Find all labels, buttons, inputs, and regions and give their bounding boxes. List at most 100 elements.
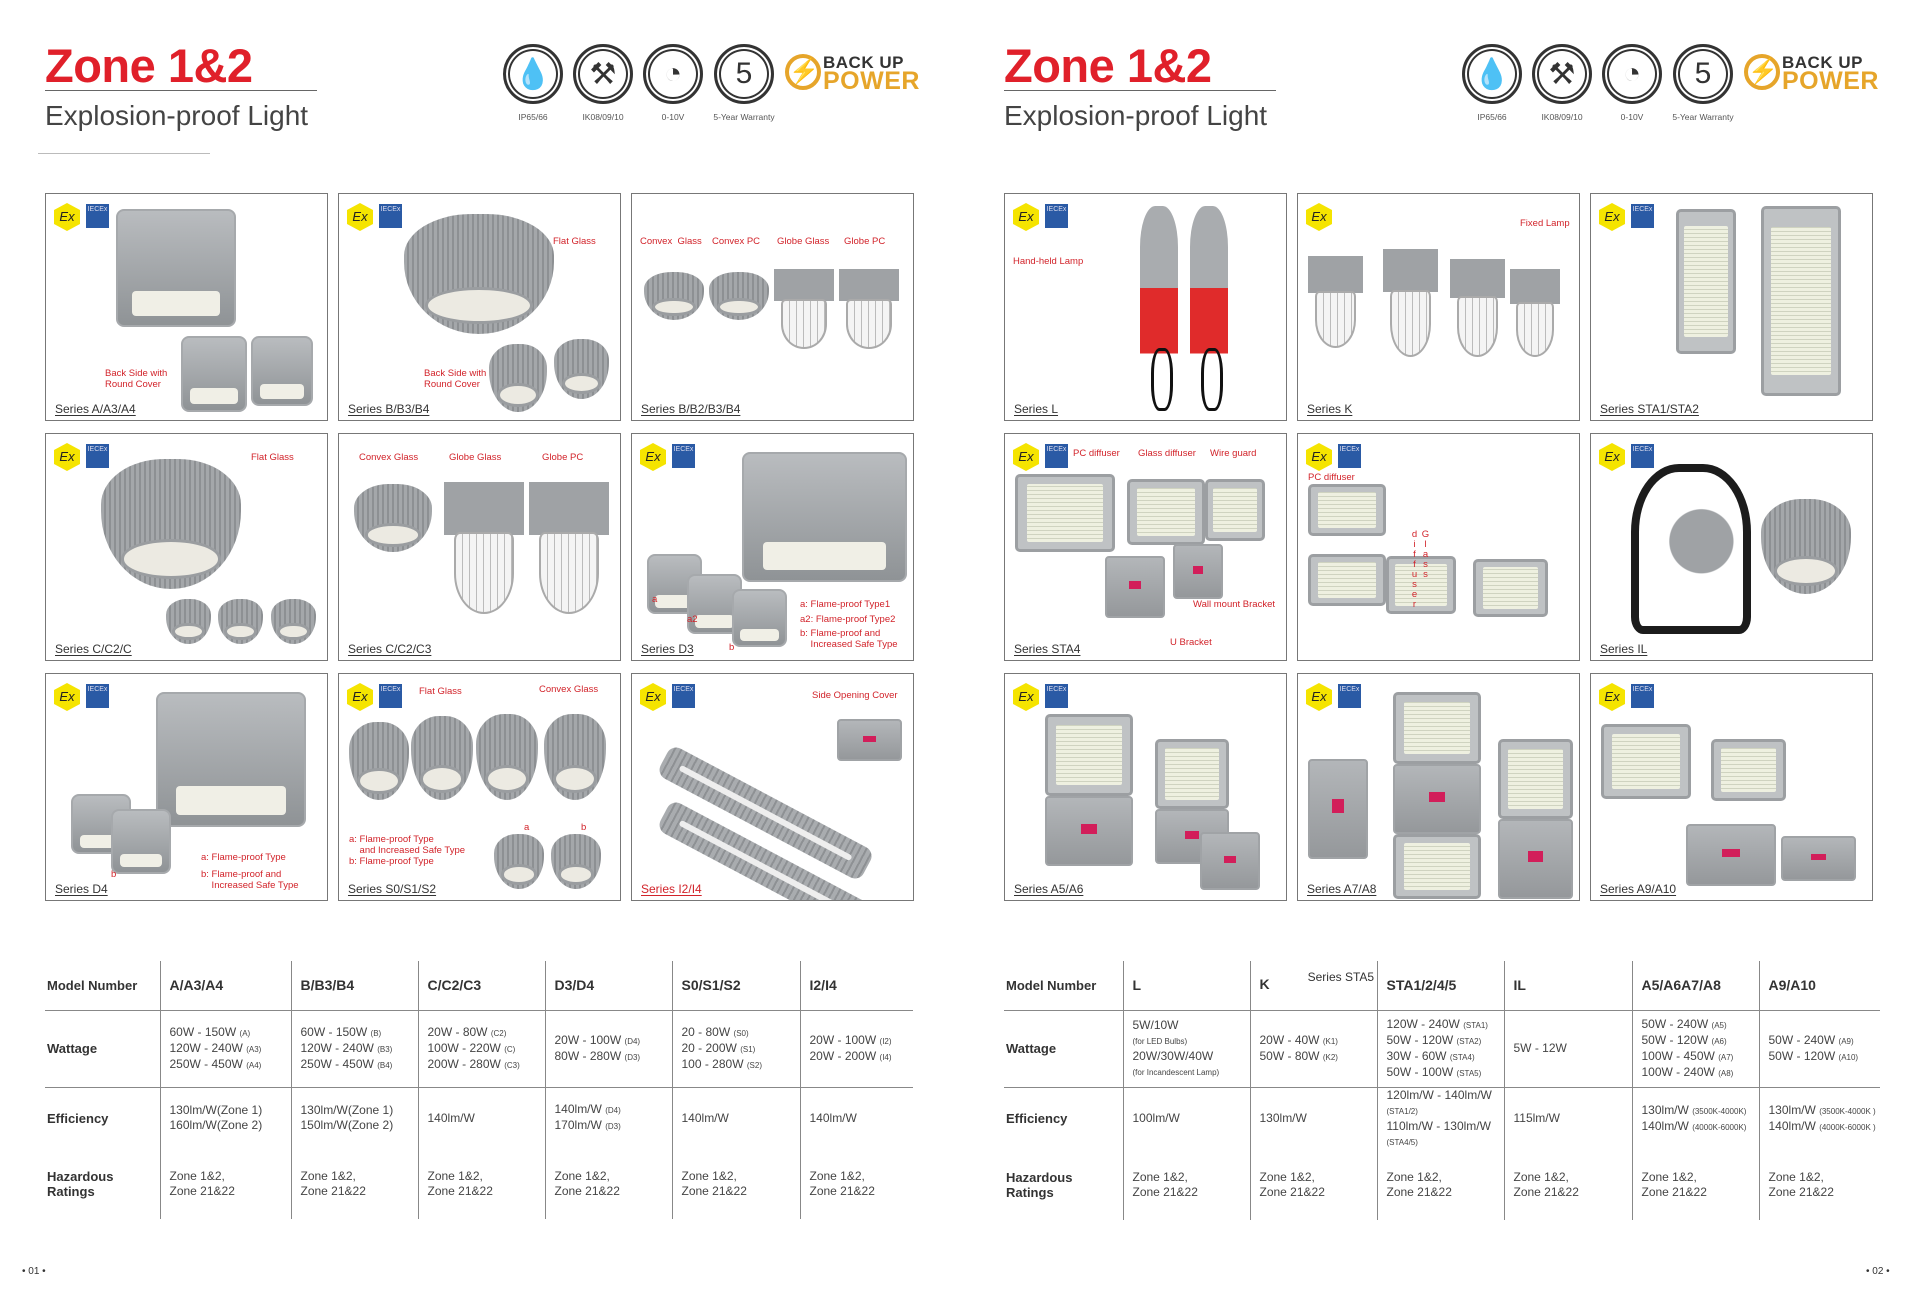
wattage-line: 100 - 280W (S2) — [682, 1057, 800, 1073]
table-cell: Zone 1&2,Zone 21&22 — [1503, 1149, 1632, 1220]
product-image — [1781, 836, 1856, 881]
efficiency-line: 130lm/W(Zone 1) — [301, 1103, 418, 1118]
table-cell: B/B3/B4 — [290, 961, 418, 1011]
model-number: S0/S1/S2 — [681, 976, 741, 993]
page-number: • 01 • — [22, 1266, 46, 1277]
table-cell: 140lm/W — [671, 1087, 800, 1149]
product-image — [494, 834, 544, 889]
title-divider — [45, 90, 317, 91]
row-header: Efficiency — [1006, 1111, 1068, 1126]
wattage-value: 80W - 280W — [554, 1048, 622, 1063]
efficiency-value: 140lm/W — [1768, 1118, 1816, 1133]
hazard-rating: Zone 21&22 — [300, 1184, 366, 1198]
efficiency-line: 150lm/W(Zone 2) — [301, 1118, 418, 1133]
product-image — [156, 692, 306, 827]
wattage-note: (A6) — [1711, 1036, 1727, 1046]
wattage-line: 60W - 150W (B) — [301, 1025, 418, 1041]
table-cell: Zone 1&2,Zone 21&22 — [799, 1149, 913, 1219]
wattage-value: 100W - 450W — [1641, 1048, 1715, 1063]
efficiency-value: 130lm/W — [1641, 1102, 1689, 1117]
row-header: Model Number — [1004, 961, 1123, 1011]
product-image — [554, 339, 609, 399]
series-label: Series STA1/STA2 — [1600, 402, 1699, 416]
efficiency-note: (D3) — [605, 1122, 621, 1132]
ex-badge-icon: Ex — [1013, 203, 1039, 231]
efficiency-value: 115lm/W — [1513, 1111, 1560, 1125]
table-cell: 60W - 150W (A)120W - 240W (A3)250W - 450… — [159, 1010, 291, 1088]
table-cell: I2/I4 — [799, 961, 913, 1011]
product-annotation: Hand-held Lamp — [1013, 256, 1084, 267]
iecex-badge-icon: IECEx — [1338, 684, 1361, 708]
wattage-line: 100W - 240W (A8) — [1642, 1065, 1759, 1081]
wattage-line: 20W - 200W (I4) — [810, 1049, 914, 1065]
row-header: Hazardous Ratings — [1006, 1169, 1073, 1200]
wattage-line: 120W - 240W (A3) — [170, 1041, 291, 1057]
efficiency-line: 140lm/W — [682, 1111, 800, 1126]
table-cell: 60W - 150W (B)120W - 240W (B3)250W - 450… — [290, 1010, 418, 1088]
product-annotation: Glass diffuser — [1138, 448, 1196, 459]
efficiency-note: (3500K-4000K) — [1692, 1106, 1747, 1116]
feature-hammer: ⚒IK08/09/10 — [572, 44, 634, 122]
product-annotation: a — [652, 594, 658, 605]
iecex-badge-icon: IECEx — [1631, 684, 1654, 708]
wattage-line: 50W - 80W (K2) — [1260, 1049, 1377, 1065]
series-label: Series K — [1307, 402, 1353, 416]
series-label: Series A/A3/A4 — [55, 402, 136, 416]
ex-badge-icon: Ex — [1599, 443, 1625, 471]
wattage-note: (for LED Bulbs) — [1132, 1036, 1188, 1046]
ex-badge-icon: Ex — [1599, 683, 1625, 711]
feature-label: IP65/66 — [1477, 112, 1507, 122]
title-divider — [1004, 90, 1276, 91]
logo-line1: BACK UP — [823, 53, 904, 72]
product-image — [476, 714, 538, 800]
wattage-line: 5W/10W — [1133, 1018, 1250, 1033]
wattage-note: (C) — [504, 1044, 516, 1054]
hazard-rating: Zone 21&22 — [1768, 1184, 1834, 1199]
wattage-value: 20W - 100W — [809, 1032, 877, 1047]
efficiency-line: 170lm/W (D3) — [555, 1118, 672, 1134]
logo-line2: POWER — [823, 67, 920, 95]
model-number: A5/A6A7/A8 — [1641, 976, 1721, 993]
hazard-rating: Zone 1&2, — [1259, 1169, 1315, 1184]
product-annotation: Globe PC — [542, 452, 584, 463]
efficiency-line: 130lm/W (3500K-4000K ) — [1769, 1103, 1881, 1119]
ex-badge-icon: Ex — [54, 443, 80, 471]
product-annotation: Side Opening Cover — [812, 690, 898, 701]
feature-label: IK08/09/10 — [582, 112, 624, 122]
wattage-line: 120W - 240W (STA1) — [1387, 1017, 1504, 1033]
model-number: IL — [1513, 976, 1526, 993]
wattage-note: (D4) — [624, 1036, 641, 1046]
product-image — [444, 482, 524, 614]
wattage-note: (A5) — [1711, 1020, 1727, 1030]
hazard-rating: Zone 1&2, — [1386, 1169, 1442, 1184]
efficiency-value: 130lm/W(Zone 1) — [300, 1103, 394, 1118]
page-title: Zone 1&2 — [45, 39, 253, 92]
table-cell: S0/S1/S2 — [671, 961, 800, 1011]
logo-line1: BACK UP — [1782, 53, 1863, 72]
efficiency-note: (STA4/5) — [1386, 1137, 1418, 1147]
wattage-line: 20W - 80W (C2) — [428, 1025, 545, 1041]
product-image — [354, 484, 432, 552]
wattage-line: 20W - 100W (D4) — [555, 1033, 672, 1049]
efficiency-value: 130lm/W — [1259, 1111, 1307, 1125]
product-annotation: a: Flame-proof Type1 — [800, 599, 891, 610]
ex-badge-icon: Ex — [640, 443, 666, 471]
wattage-note: (C2) — [490, 1028, 507, 1038]
table-cell: A5/A6A7/A8 — [1631, 961, 1759, 1011]
wattage-note: (A7) — [1718, 1052, 1734, 1062]
series-label: Series B/B2/B3/B4 — [641, 402, 741, 416]
wattage-note: (A4) — [246, 1060, 262, 1070]
model-number: STA1/2/4/5 — [1386, 976, 1457, 993]
product-annotation-vertical: Glass diffuser — [1409, 529, 1431, 609]
wattage-value: 200W - 280W — [427, 1056, 501, 1071]
product-image — [489, 344, 547, 412]
